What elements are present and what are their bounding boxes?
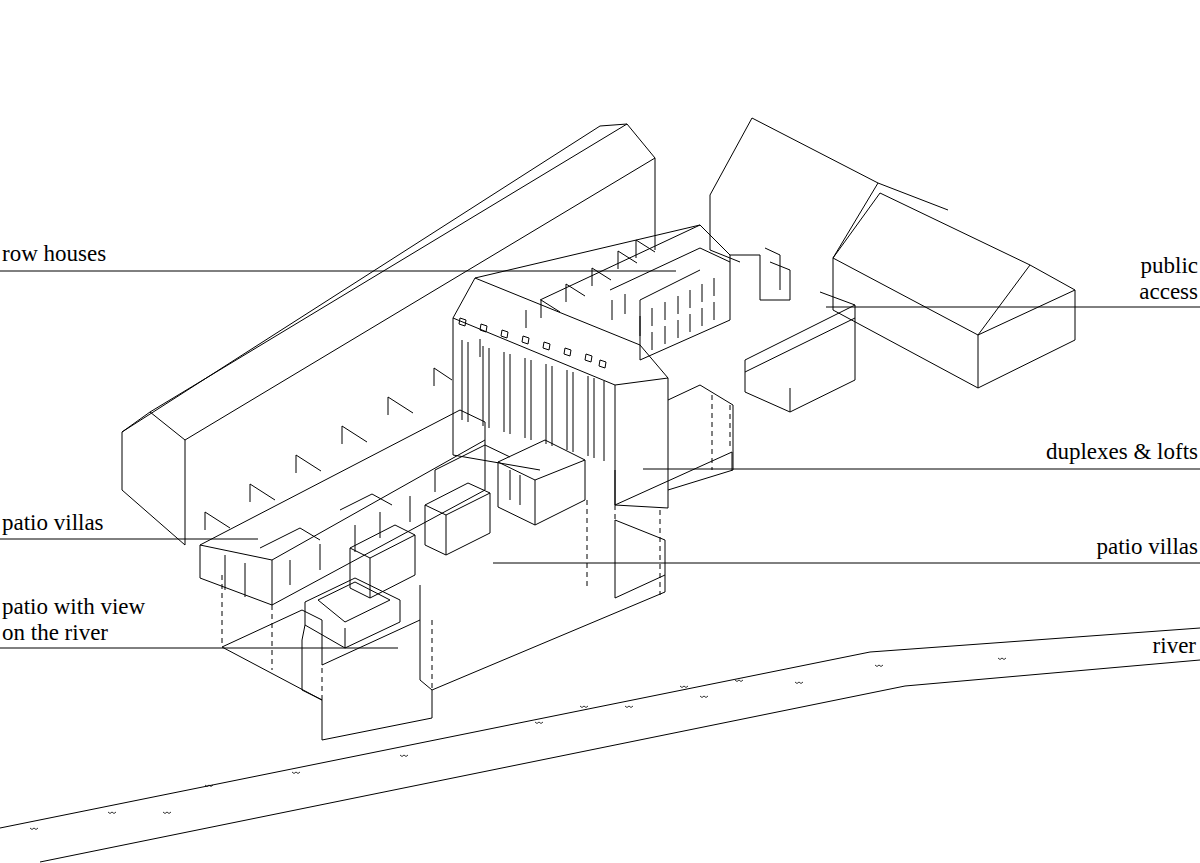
lofts-building (453, 225, 733, 508)
public-access-walls (745, 292, 855, 412)
water-marks (30, 644, 1178, 830)
label-holder: row houses (2, 241, 106, 267)
existing-building (122, 124, 655, 545)
label-holder: public access (1120, 253, 1198, 305)
row-houses-block (540, 225, 790, 360)
river-patio (302, 578, 420, 665)
dashed-projection-lines (222, 395, 730, 700)
callout-label: duplexes & lofts (1046, 439, 1198, 465)
river-bank (40, 660, 1200, 862)
row-house-walls (205, 240, 655, 530)
plinth (222, 452, 732, 740)
callout-label: patio villas (1096, 534, 1198, 560)
callout-label: row houses (2, 241, 106, 267)
river-bank (0, 628, 1200, 828)
label-holder: patio villas (1096, 534, 1198, 560)
label-holder: river (1151, 633, 1198, 659)
callout-label: public access (1120, 253, 1198, 305)
callout-label: patio with view on the river (2, 594, 170, 646)
label-holder: patio with view on the river (2, 594, 170, 646)
existing-houses (710, 118, 1075, 388)
callout-label: patio villas (2, 510, 104, 536)
patio-villa-block (200, 410, 485, 605)
label-holder: patio villas (2, 510, 104, 536)
callout-label: river (1151, 633, 1198, 659)
patio-villa-cubes (350, 440, 585, 598)
label-holder: duplexes & lofts (1046, 439, 1198, 465)
leader-lines (0, 271, 1200, 648)
